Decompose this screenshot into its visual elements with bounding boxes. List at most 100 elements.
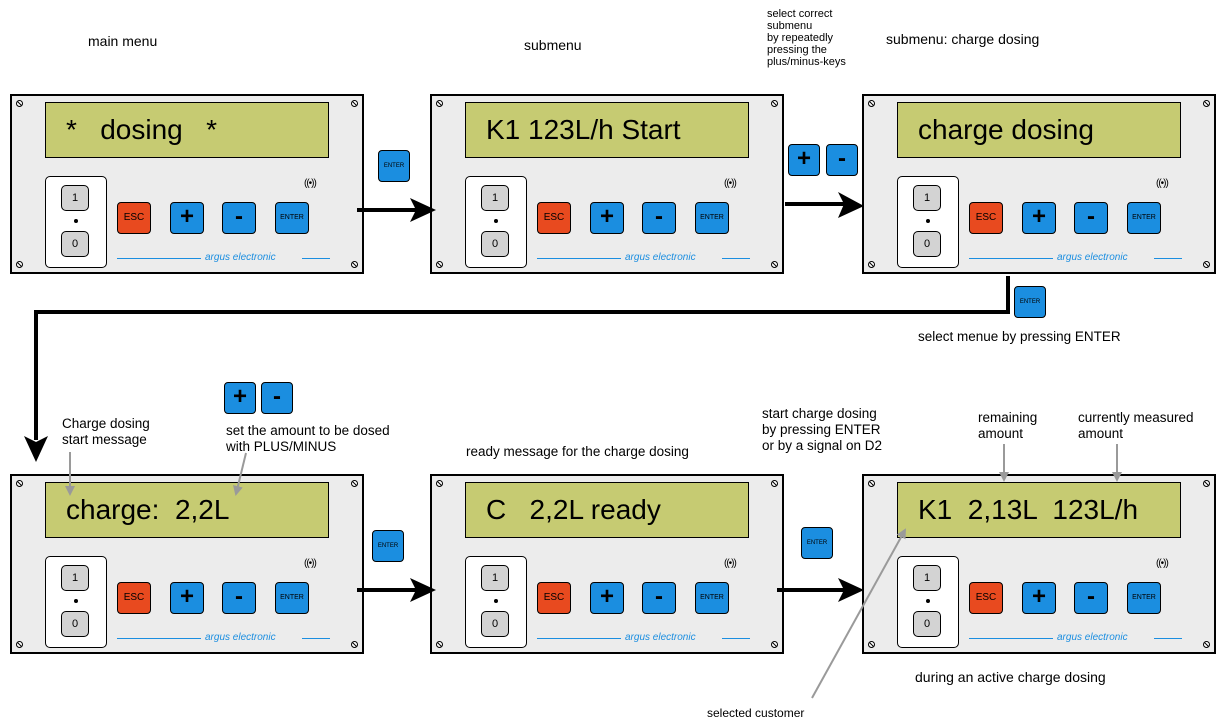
enter-key-icon: ENTER: [372, 530, 404, 562]
switch-dot-icon: [494, 219, 498, 223]
power-switch[interactable]: 1 0: [45, 176, 107, 268]
screw-icon: [436, 641, 443, 648]
plus-button[interactable]: +: [170, 202, 204, 234]
label-line: pressing the: [767, 44, 827, 56]
power-switch[interactable]: 1 0: [897, 176, 959, 268]
brand-divider: [117, 638, 201, 639]
screw-icon: [436, 261, 443, 268]
screw-icon: [868, 261, 875, 268]
switch-key-1[interactable]: 1: [61, 185, 89, 211]
switch-key-0[interactable]: 0: [913, 231, 941, 257]
device-panel: K1 123L/h Start 1 0 ESC + - ENTER ((•)) …: [430, 94, 784, 274]
esc-button[interactable]: ESC: [117, 582, 151, 614]
enter-key-icon: ENTER: [1014, 286, 1046, 318]
power-switch[interactable]: 1 0: [45, 556, 107, 648]
esc-button[interactable]: ESC: [537, 202, 571, 234]
minus-key-icon: -: [826, 144, 858, 176]
screw-icon: [351, 641, 358, 648]
screw-icon: [1203, 480, 1210, 487]
label-line: or by a signal on D2: [762, 438, 883, 453]
flow-arrow: [785, 192, 864, 218]
device-panel: charge dosing 1 0 ESC + - ENTER ((•)) ar…: [862, 94, 1216, 274]
label-measured: currently measured amount: [1078, 410, 1194, 442]
brand-divider: [722, 638, 750, 639]
label-ready-message: ready message for the charge dosing: [466, 444, 689, 459]
device-panel: C 2,2L ready 1 0 ESC + - ENTER ((•)) arg…: [430, 474, 784, 654]
minus-button[interactable]: -: [642, 202, 676, 234]
plus-button[interactable]: +: [170, 582, 204, 614]
annotation-arrow: [811, 528, 906, 699]
plus-button[interactable]: +: [1022, 202, 1056, 234]
screw-icon: [436, 480, 443, 487]
label-line: plus/minus-keys: [767, 56, 846, 68]
label-line: by pressing ENTER: [762, 422, 881, 437]
lcd-display: K1 123L/h Start: [465, 102, 749, 158]
screw-icon: [1203, 641, 1210, 648]
switch-key-0[interactable]: 0: [61, 611, 89, 637]
plus-button[interactable]: +: [590, 582, 624, 614]
minus-button[interactable]: -: [222, 582, 256, 614]
minus-button[interactable]: -: [1074, 202, 1108, 234]
minus-button[interactable]: -: [222, 202, 256, 234]
screw-icon: [1203, 261, 1210, 268]
brand-divider: [1154, 638, 1182, 639]
enter-button[interactable]: ENTER: [695, 202, 729, 234]
brand-divider: [969, 258, 1053, 259]
label-line: amount: [1078, 426, 1124, 441]
brand-divider: [537, 638, 621, 639]
brand-label: argus electronic: [1057, 252, 1128, 263]
switch-key-1[interactable]: 1: [481, 565, 509, 591]
label-set-amount: set the amount to be dosed with PLUS/MIN…: [226, 423, 390, 455]
power-switch[interactable]: 1 0: [897, 556, 959, 648]
enter-button[interactable]: ENTER: [275, 202, 309, 234]
switch-key-1[interactable]: 1: [61, 565, 89, 591]
brand-divider: [1154, 258, 1182, 259]
screw-icon: [771, 480, 778, 487]
label-line: by repeatedly: [767, 32, 834, 44]
switch-key-1[interactable]: 1: [481, 185, 509, 211]
esc-button[interactable]: ESC: [969, 582, 1003, 614]
esc-button[interactable]: ESC: [537, 582, 571, 614]
screw-icon: [771, 100, 778, 107]
screw-icon: [16, 100, 23, 107]
screw-icon: [16, 641, 23, 648]
enter-button[interactable]: ENTER: [1127, 582, 1161, 614]
plus-key-icon: +: [788, 144, 820, 176]
switch-key-1[interactable]: 1: [913, 185, 941, 211]
switch-key-0[interactable]: 0: [481, 611, 509, 637]
label-line: start charge dosing: [762, 406, 877, 421]
switch-key-0[interactable]: 0: [61, 231, 89, 257]
switch-dot-icon: [926, 219, 930, 223]
power-switch[interactable]: 1 0: [465, 176, 527, 268]
screw-icon: [16, 261, 23, 268]
switch-key-1[interactable]: 1: [913, 565, 941, 591]
screw-icon: [436, 100, 443, 107]
label-line: start message: [62, 432, 147, 447]
minus-button[interactable]: -: [1074, 582, 1108, 614]
switch-key-0[interactable]: 0: [481, 231, 509, 257]
brand-divider: [117, 258, 201, 259]
enter-button[interactable]: ENTER: [275, 582, 309, 614]
brand-label: argus electronic: [205, 632, 276, 643]
brand-divider: [302, 258, 330, 259]
enter-key-icon: ENTER: [378, 150, 410, 182]
label-line: set the amount to be dosed: [226, 423, 390, 438]
screw-icon: [868, 641, 875, 648]
plus-button[interactable]: +: [590, 202, 624, 234]
enter-button[interactable]: ENTER: [1127, 202, 1161, 234]
esc-button[interactable]: ESC: [969, 202, 1003, 234]
signal-icon: ((•)): [1156, 178, 1169, 189]
plus-button[interactable]: +: [1022, 582, 1056, 614]
enter-button[interactable]: ENTER: [695, 582, 729, 614]
brand-divider: [302, 638, 330, 639]
power-switch[interactable]: 1 0: [465, 556, 527, 648]
switch-dot-icon: [494, 599, 498, 603]
lcd-display: charge dosing: [897, 102, 1181, 158]
switch-key-0[interactable]: 0: [913, 611, 941, 637]
label-select-submenu: select correct submenu by repeatedly pre…: [767, 8, 846, 68]
plus-key-icon: +: [224, 382, 256, 414]
esc-button[interactable]: ESC: [117, 202, 151, 234]
enter-key-icon: ENTER: [801, 527, 833, 559]
minus-button[interactable]: -: [642, 582, 676, 614]
